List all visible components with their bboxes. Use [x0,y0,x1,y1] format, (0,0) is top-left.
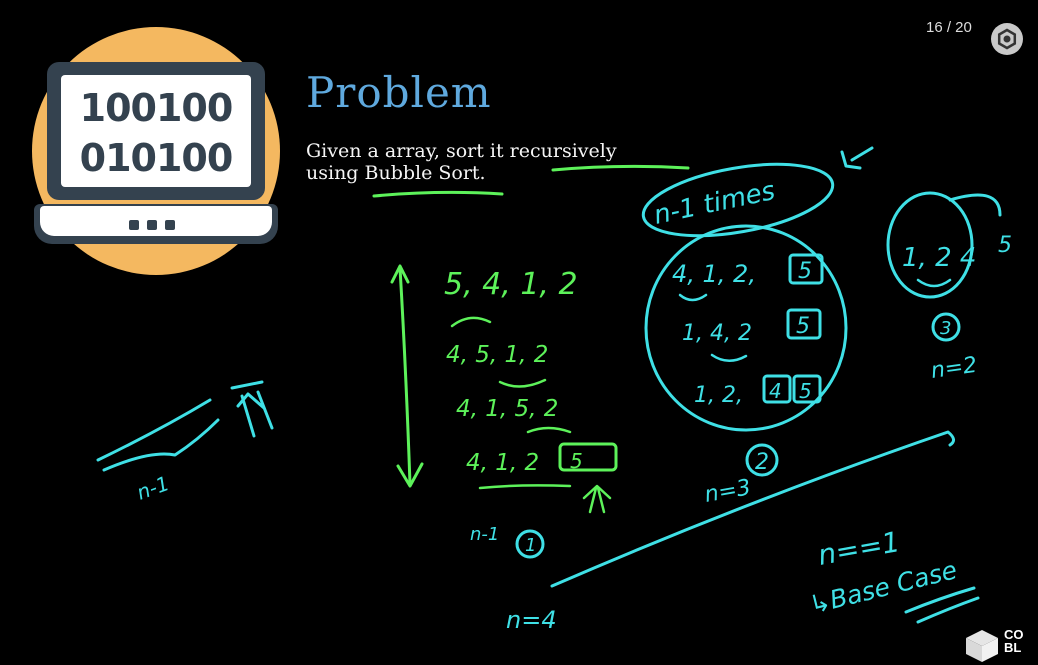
row-1: 5, 4, 1, 2 [444,267,578,302]
description-line-2: using Bubble Sort. [306,162,486,184]
cycle-circle [644,224,848,432]
up-arrow [582,484,612,514]
swap-arc [526,426,572,434]
vertical-arrow [398,266,412,486]
column-n-label: n-1 [470,524,499,545]
mid-boxed-3: 4 [769,379,782,403]
laptop-dots [129,220,175,230]
step-circle-1 [515,529,545,559]
step-circle-3 [931,312,961,342]
laptop-screen-inner [61,75,251,187]
brace-line [96,398,212,462]
base-condition: n==1 [815,525,902,572]
slide-title: Problem [306,68,492,117]
mid-boxed-1: 5 [798,259,812,284]
step-2: 2 [755,450,769,475]
bottom-n-label: n=4 [506,606,557,634]
step-1: 1 [525,535,536,556]
times-oval [641,162,835,238]
right-n-label: n=2 [929,353,978,384]
brace [102,418,220,472]
step-3: 3 [940,318,951,339]
mid-boxed-4: 5 [799,379,812,403]
row-4: 4, 1, 2 [466,450,539,476]
binary-line-2: 010100 [79,136,234,180]
brand-cube-icon [966,630,998,662]
mid-row-1: 4, 1, 2, [672,260,756,288]
slide-description: Given a array, sort it recursively using… [306,140,726,184]
boxed-item [558,442,618,472]
mid-row-3: 1, 2, [694,383,743,408]
page-indicator: 16 / 20 [926,19,972,36]
underline-recursively [551,164,690,172]
right-row: 1, 2 4 [902,243,976,273]
brand-line-1: CO [1004,628,1024,642]
settings-icon[interactable] [990,22,1024,56]
row-3: 4, 1, 5, 2 [456,396,558,422]
right-extra: 5 [998,233,1012,258]
small-circle [886,191,974,299]
brand-text: CO BL [1004,628,1038,654]
diagonal-line [550,430,955,588]
pointer-arrow [840,146,874,170]
swap-arc [450,316,492,328]
row-4-boxed: 5 [570,449,583,473]
description-line-1: Given a array, sort it recursively [306,140,617,162]
mid-row-2: 1, 4, 2 [682,321,752,346]
row-2: 4, 5, 1, 2 [446,342,548,368]
mid-n-label: n=3 [703,475,753,508]
underline-bubble-sort [372,190,504,198]
step-circle-2 [745,443,779,477]
underline-row [478,484,572,490]
times-label: n-1 times [651,176,778,231]
left-n-label: n-1 [134,471,173,505]
binary-line-1: 100100 [79,86,234,130]
swap-arc [498,378,547,388]
brand-line-2: BL [1004,640,1022,654]
mid-boxed-2: 5 [796,314,810,339]
left-up-arrow [230,380,274,438]
